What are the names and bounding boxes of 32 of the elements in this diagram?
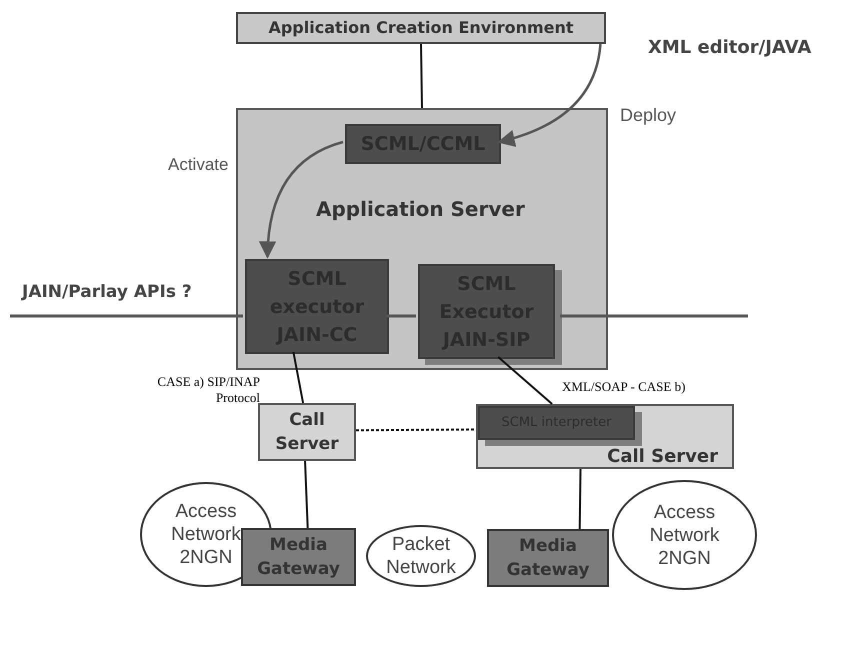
- module-box: [478, 406, 635, 440]
- module-box: [345, 124, 501, 164]
- server-box: [476, 404, 734, 469]
- arrow: [259, 140, 344, 259]
- node-label: Media Gateway: [256, 534, 341, 581]
- module-box: [418, 264, 555, 359]
- node-label: Access Network 2NGN: [170, 500, 242, 569]
- connector-line: [304, 460, 309, 528]
- edge-label: CASE a) SIP/INAP Protocol: [156, 374, 260, 406]
- annotation-text: JAIN/Parlay APIs ?: [22, 281, 192, 304]
- module-box: [245, 259, 389, 354]
- node-label: Call Server: [274, 409, 340, 456]
- edge-label: Activate: [168, 154, 230, 176]
- edge-label: Deploy: [620, 104, 678, 127]
- connector-line: [420, 44, 423, 108]
- connector-line: [356, 428, 476, 432]
- arrow: [497, 44, 602, 146]
- gateway-box: [487, 529, 609, 587]
- edge-label: XML/SOAP - CASE b): [562, 379, 686, 395]
- node-label: Application Server: [316, 196, 525, 223]
- node-label: Packet Network: [385, 533, 457, 579]
- connector-line: [498, 356, 553, 405]
- gateway-box: [241, 528, 356, 586]
- node-label: Access Network 2NGN: [648, 500, 720, 570]
- node-label: Call Server: [607, 446, 718, 467]
- server-panel: [236, 108, 608, 370]
- annotation-text: XML editor/JAVA: [648, 36, 812, 60]
- server-box: [258, 403, 356, 461]
- node-label: Application Creation Environment: [268, 17, 574, 39]
- node-label: Media Gateway: [506, 535, 590, 582]
- tool-box: [236, 12, 606, 44]
- connector-line: [578, 468, 582, 530]
